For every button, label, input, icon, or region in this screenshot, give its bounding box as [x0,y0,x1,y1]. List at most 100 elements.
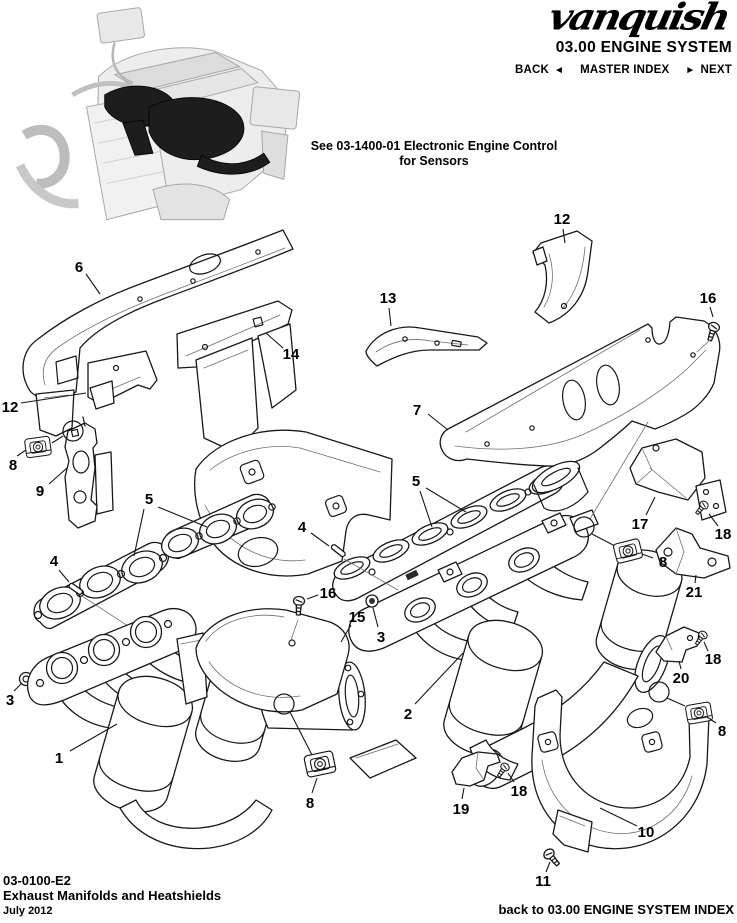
nav-master-index-label: MASTER INDEX [580,64,670,76]
engine-location-thumbnail [16,7,301,221]
part-10-curved-heatshield [531,689,710,853]
callout-leader-1 [69,723,118,752]
back-arrow-icon: ◄ [554,64,565,76]
part-12-right-shield [532,230,593,324]
callout-leader-18 [708,513,719,527]
doc-code: 03-0100-E2 [3,873,71,888]
reference-note-line2: for Sensors [399,154,469,169]
callout-leader-17 [645,496,656,516]
part-16-bolt-lower [290,595,306,641]
part-16-screw-upper [696,320,722,353]
callout-leader-5 [157,506,208,528]
callout-2: 2 [404,706,412,723]
callout-6: 6 [75,259,83,276]
callout-leader-8 [706,716,717,724]
callout-leader-20 [678,660,682,670]
callout-leader-5 [133,508,145,557]
callout-14: 14 [283,346,300,363]
callout-leader-11 [545,861,551,873]
callout-leader-10 [599,807,638,827]
doc-date: July 2012 [3,905,53,917]
callout-leader-18 [507,772,515,783]
callout-leader-12 [562,228,566,244]
part-17-bracket-shield [629,438,727,521]
callout-13: 13 [380,290,397,307]
callout-leader-2 [414,652,464,705]
callout-leader-16 [709,306,714,318]
callout-leader-8 [311,777,318,794]
callout-leader-4 [310,532,330,547]
nav-next-label: NEXT [700,64,732,76]
callout-leader-14 [265,332,284,349]
callout-leader-19 [461,787,465,800]
callout-leader-18 [703,641,709,652]
part-19-bracket [451,751,501,787]
callout-leader-15 [340,624,352,643]
callout-leader-5 [425,487,467,513]
part-7-heatshield-right [439,316,721,467]
callout-19: 19 [453,801,470,818]
nav-next[interactable]: ► NEXT [685,64,732,76]
nav-bar: BACK ◄ MASTER INDEX ► NEXT [515,64,732,76]
callout-7: 7 [413,402,421,419]
part-4-stud-right [330,544,399,591]
callout-20: 20 [673,670,690,687]
reference-note: See 03-1400-01 Electronic Engine Control… [300,139,568,170]
callout-leader-5 [419,490,433,528]
callout-leader-3 [372,607,379,628]
engine-grey-rendering [16,7,301,221]
callout-leader-6 [85,273,101,295]
callout-8: 8 [9,457,17,474]
callout-5: 5 [412,473,420,490]
catalyst-left-1 [93,675,194,813]
callout-leader-9 [48,467,68,485]
section-title: 03.00 ENGINE SYSTEM [555,39,732,56]
callout-12: 12 [554,211,571,228]
part-20-bracket [655,626,700,663]
callout-3: 3 [6,692,14,709]
callout-leader-12 [20,392,87,404]
nav-back-label: BACK [514,64,549,76]
callout-16: 16 [320,585,337,602]
callout-18: 18 [705,651,722,668]
detail-circle-8-left [62,420,84,442]
callout-5: 5 [145,491,153,508]
callout-leader-7 [427,413,449,431]
clip-nut-8-center [303,749,337,779]
part-21-bracket [655,527,731,579]
highlighted-exhaust-manifolds [104,85,271,175]
callout-4: 4 [298,519,307,536]
callout-leader-8 [641,553,654,559]
callout-18: 18 [715,526,732,543]
detail-circle-8-right [573,516,595,538]
callout-18: 18 [511,783,528,800]
part-6-upper-heatshield [22,229,294,437]
part-11-screw [541,846,563,869]
callout-10: 10 [638,824,655,841]
callout-leader-4 [58,569,70,583]
index-link[interactable]: back to 03.00 ENGINE SYSTEM INDEX [498,902,734,917]
callout-8: 8 [306,795,314,812]
callout-16: 16 [700,290,717,307]
part-14-heatshield [176,300,297,453]
callout-11: 11 [535,873,551,890]
nav-master-index[interactable]: MASTER INDEX [580,64,669,76]
clip-nut-8-left [23,435,53,459]
callout-leader-16 [306,594,319,600]
reference-note-line1: See 03-1400-01 Electronic Engine Control [310,139,558,153]
callout-leader-3 [13,682,23,692]
doc-title: Exhaust Manifolds and Heatshields [3,888,222,903]
callout-21: 21 [686,584,703,601]
callout-12: 12 [2,399,19,416]
callout-3: 3 [377,629,385,646]
nav-back[interactable]: BACK ◄ [515,64,564,76]
callout-17: 17 [632,516,649,533]
next-arrow-icon: ► [685,64,696,76]
detail-circle-8-center [273,693,295,715]
center-heatshield [193,429,393,577]
part-12-left-shield [87,350,158,410]
detail-circle-8-far-right [648,681,670,703]
